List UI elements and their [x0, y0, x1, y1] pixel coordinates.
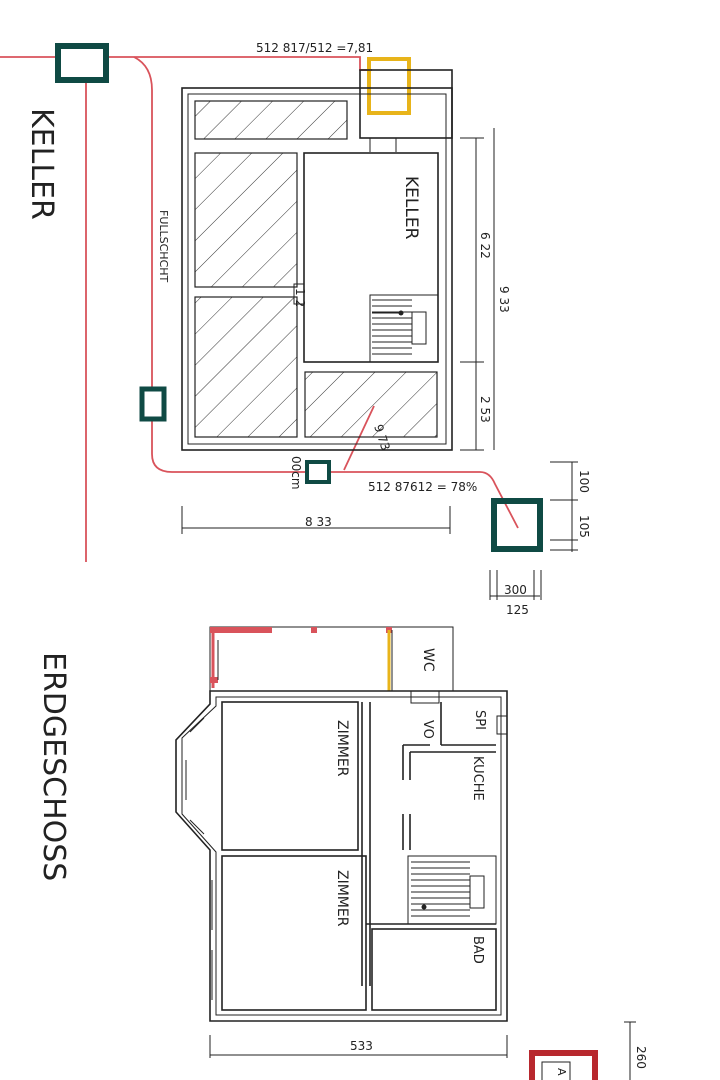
- corner-box: A: [529, 1050, 598, 1080]
- keller-room-label: KELLER: [401, 176, 421, 240]
- drain-pipe: [0, 56, 519, 562]
- wall-mark: 1 2: [293, 288, 307, 307]
- erdgeschoss-width-label: 533: [350, 1039, 373, 1053]
- corner-box-label: A: [555, 1068, 568, 1076]
- zimmer-2-label: ZIMMER: [334, 870, 350, 927]
- zimmer-2-room: [221, 855, 367, 1011]
- keller-depth-label-b: 2 53: [478, 396, 492, 423]
- inspection-box-main: [491, 498, 543, 552]
- erdgeschoss-width-dimension: 533: [209, 1035, 508, 1058]
- keller-depth-label-total: 9 33: [497, 286, 511, 313]
- keller-width-label: 8 33: [305, 515, 332, 529]
- box-dim-label-b: 105: [577, 515, 591, 538]
- hatched-area: [304, 371, 438, 438]
- erdgeschoss-stair: [407, 855, 497, 925]
- side-dim-label: 260: [634, 1046, 648, 1069]
- inspection-box-top: [55, 43, 109, 83]
- highlight-box: [367, 57, 411, 115]
- pipe-diameter-label: 00cm: [289, 456, 303, 490]
- fullschacht-label: FULLSCHCHT: [157, 210, 170, 283]
- box-dimension: 100 105 300 125: [489, 461, 591, 617]
- spi-label: SPI: [472, 710, 487, 730]
- hatched-area: [194, 152, 298, 288]
- vo-label: VO: [420, 720, 435, 739]
- inspection-box-left: [139, 386, 167, 422]
- keller-depth-dimension: 6 22 2 53 9 33: [460, 128, 511, 451]
- hatched-area: [194, 296, 298, 438]
- keller-depth-label-a: 6 22: [478, 232, 492, 259]
- erdgeschoss-section-title: ERDGESCHOSS: [36, 652, 71, 881]
- keller-stair: [369, 294, 439, 363]
- side-dimension: 260: [624, 1021, 648, 1080]
- keller-width-dimension: 8 33: [181, 506, 451, 534]
- zimmer-1-room: [221, 701, 359, 851]
- keller-section-title: KELLER: [24, 108, 59, 220]
- box-dim-label-c: 300: [504, 583, 527, 597]
- annex: [209, 626, 454, 692]
- zimmer-1-label: ZIMMER: [334, 720, 350, 777]
- slope-label-bottom: 512 87612 = 78%: [368, 480, 477, 494]
- slope-label-top: 512 817/512 =7,81: [256, 41, 373, 55]
- keller-building: [181, 69, 453, 451]
- inspection-box-bottom: [305, 460, 331, 484]
- bad-label: BAD: [470, 936, 485, 964]
- box-dim-label-a: 100: [577, 470, 591, 493]
- bad-room: [371, 928, 497, 1011]
- box-dim-label-d: 125: [506, 603, 529, 617]
- wc-label: WC: [420, 648, 436, 672]
- kuche-label: KUCHE: [470, 756, 485, 801]
- erdgeschoss-building: [175, 690, 508, 1022]
- hatched-area: [194, 100, 348, 140]
